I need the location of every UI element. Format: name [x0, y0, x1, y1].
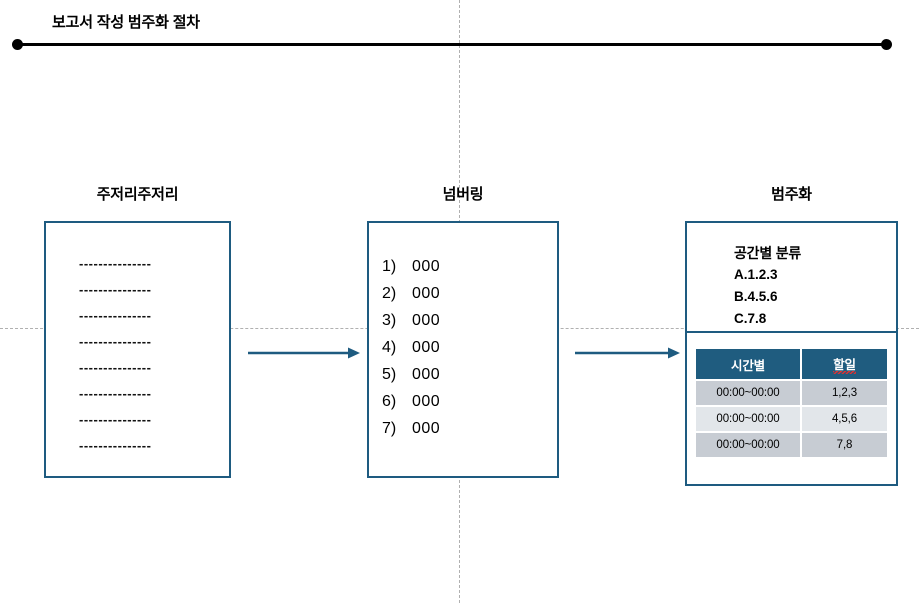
- document-line-list: --------------- --------------- --------…: [46, 251, 233, 459]
- cell-task: 7,8: [802, 433, 887, 457]
- table-row[interactable]: 00:00~00:00 7,8: [696, 433, 887, 457]
- list-item: 7) 000: [382, 420, 440, 447]
- list-item-index: 3): [382, 312, 397, 329]
- column-header-time-label: 시간별: [731, 358, 765, 373]
- list-item-index: 2): [382, 285, 397, 302]
- list-item-index: 7): [382, 420, 397, 437]
- list-item-value: 000: [412, 393, 441, 410]
- category-group-item: A.1.2.3: [734, 267, 778, 282]
- stage-caption-numbering: 넘버링: [442, 186, 484, 203]
- document-line: ---------------: [79, 386, 152, 401]
- column-header-task[interactable]: 할일: [802, 349, 887, 379]
- list-item-value: 000: [412, 285, 441, 302]
- document-line: ---------------: [79, 256, 152, 271]
- list-item-value: 000: [412, 420, 441, 437]
- document-line: ---------------: [79, 282, 152, 297]
- document-line: ---------------: [79, 334, 152, 349]
- list-item-value: 000: [412, 339, 441, 356]
- table-header-row: 시간별 할일: [696, 349, 887, 379]
- list-item: 6) 000: [382, 393, 440, 420]
- cell-task: 4,5,6: [802, 407, 887, 431]
- list-item: 4) 000: [382, 339, 440, 366]
- document-box[interactable]: --------------- --------------- --------…: [44, 221, 231, 478]
- document-line: ---------------: [79, 412, 152, 427]
- categorization-box[interactable]: 공간별 분류 A.1.2.3 B.4.5.6 C.7.8 시간별 할일 00:: [685, 221, 898, 486]
- list-item-index: 6): [382, 393, 397, 410]
- arrow-doc-to-number-icon: [248, 347, 360, 359]
- list-item: 3) 000: [382, 312, 440, 339]
- table-row[interactable]: 00:00~00:00 1,2,3: [696, 381, 887, 405]
- cell-time: 00:00~00:00: [696, 407, 800, 431]
- document-line: ---------------: [79, 360, 152, 375]
- column-header-time[interactable]: 시간별: [696, 349, 800, 379]
- list-item: 2) 000: [382, 285, 440, 312]
- list-item-index: 5): [382, 366, 397, 383]
- column-header-task-label: 할일: [833, 354, 856, 374]
- numbered-list: 1) 000 2) 000 3) 000 4) 000 5) 000 6) 00…: [382, 258, 440, 447]
- numbering-box[interactable]: 1) 000 2) 000 3) 000 4) 000 5) 000 6) 00…: [367, 221, 559, 478]
- cell-task: 1,2,3: [802, 381, 887, 405]
- category-group-item: C.7.8: [734, 311, 767, 326]
- list-item-index: 4): [382, 339, 397, 356]
- category-group-title: 공간별 분류: [734, 245, 802, 261]
- category-group-item: B.4.5.6: [734, 289, 778, 304]
- list-item: 5) 000: [382, 366, 440, 393]
- cell-time: 00:00~00:00: [696, 381, 800, 405]
- list-item-index: 1): [382, 258, 397, 275]
- cell-time: 00:00~00:00: [696, 433, 800, 457]
- document-line: ---------------: [79, 438, 152, 453]
- schedule-table[interactable]: 시간별 할일 00:00~00:00 1,2,3 00:00~00:00 4,5…: [694, 347, 889, 459]
- document-line: ---------------: [79, 308, 152, 323]
- stage-caption-document: 주저리주저리: [96, 186, 179, 203]
- list-item-value: 000: [412, 312, 441, 329]
- table-row[interactable]: 00:00~00:00 4,5,6: [696, 407, 887, 431]
- stage-caption-categorization: 범주화: [771, 186, 812, 203]
- timeline-end-dot: [881, 39, 892, 50]
- category-group: 공간별 분류 A.1.2.3 B.4.5.6 C.7.8: [734, 242, 801, 330]
- category-divider: [687, 331, 896, 333]
- list-item: 1) 000: [382, 258, 440, 285]
- arrow-number-to-category-icon: [575, 347, 680, 359]
- page-title: 보고서 작성 범주화 절차: [52, 14, 200, 31]
- list-item-value: 000: [412, 258, 441, 275]
- timeline-bar: [16, 43, 887, 46]
- timeline-start-dot: [12, 39, 23, 50]
- list-item-value: 000: [412, 366, 441, 383]
